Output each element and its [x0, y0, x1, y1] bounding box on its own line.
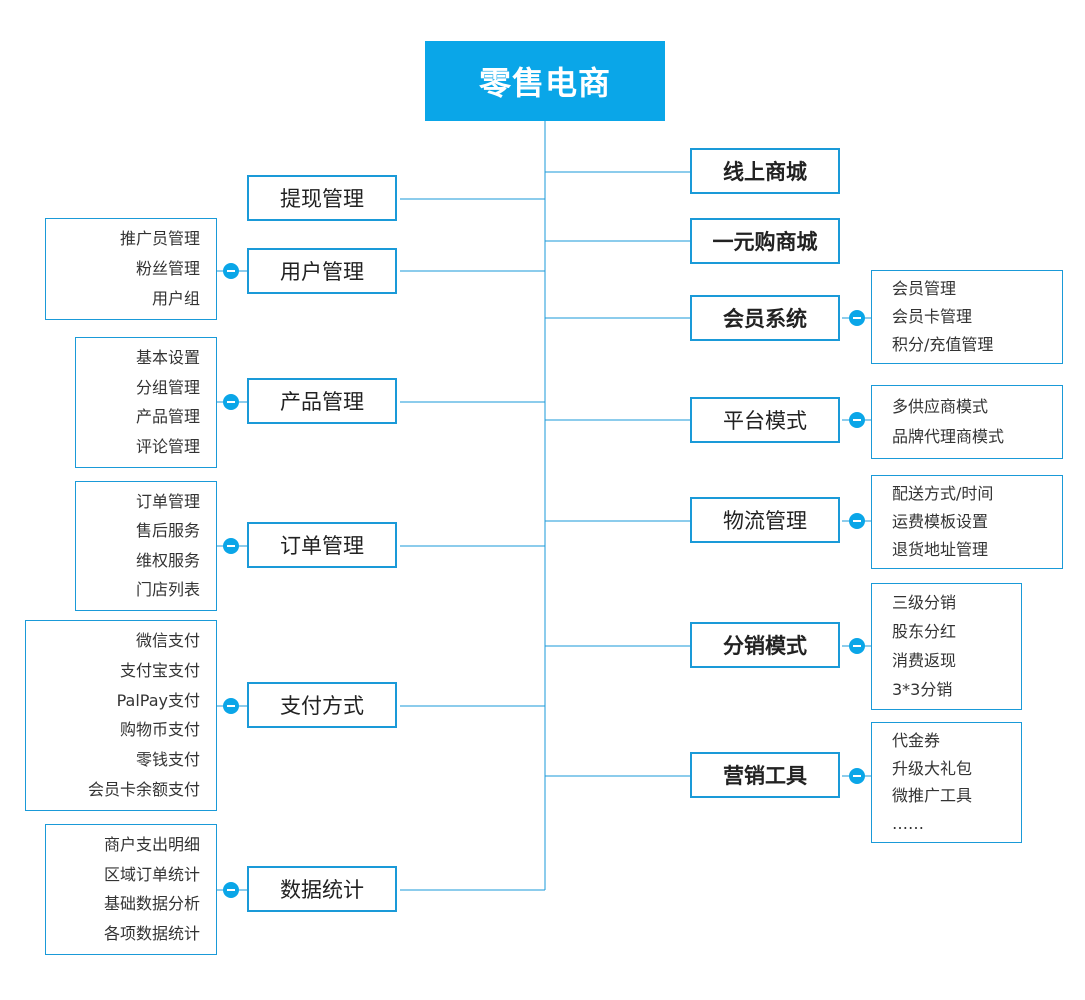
list-item: 品牌代理商模式 [892, 427, 1005, 447]
module-payment[interactable]: 支付方式 [247, 682, 397, 728]
module-label: 物流管理 [723, 509, 807, 533]
list-item: 各项数据统计 [103, 924, 200, 944]
list-item: 3*3分销 [892, 680, 953, 699]
list-item: 会员管理 [892, 279, 957, 298]
collapse-icon[interactable] [223, 263, 239, 279]
submenu-statistics: 商户支出明细 区域订单统计 基础数据分析 各项数据统计 [45, 824, 217, 955]
module-label: 数据统计 [280, 878, 364, 902]
submenu-distribution: 三级分销 股东分红 消费返现 3*3分销 [871, 583, 1022, 710]
module-logistics[interactable]: 物流管理 [690, 497, 840, 543]
list-item: 升级大礼包 [892, 758, 973, 778]
list-item: 分组管理 [135, 377, 200, 397]
collapse-icon[interactable] [849, 310, 865, 326]
module-label: 订单管理 [280, 534, 364, 558]
list-item: 多供应商模式 [892, 396, 989, 416]
list-item: 会员卡管理 [892, 307, 973, 326]
module-user[interactable]: 用户管理 [247, 248, 397, 294]
module-label: 线上商城 [723, 160, 807, 184]
list-item: …… [892, 814, 924, 834]
submenu-payment: 微信支付 支付宝支付 PalPay支付 购物币支付 零钱支付 会员卡余额支付 [25, 620, 217, 811]
module-label: 营销工具 [723, 764, 807, 788]
list-item: 区域订单统计 [103, 864, 200, 884]
module-label: 产品管理 [280, 390, 364, 414]
list-item: 用户组 [151, 289, 200, 308]
module-label: 支付方式 [280, 694, 364, 718]
collapse-icon[interactable] [223, 394, 239, 410]
list-item: 商户支出明细 [103, 834, 200, 854]
collapse-icon[interactable] [849, 638, 865, 654]
list-item: 微推广工具 [892, 786, 973, 806]
list-item: 订单管理 [135, 491, 200, 511]
list-item: 评论管理 [135, 437, 200, 457]
list-item: 推广员管理 [119, 229, 200, 248]
collapse-icon[interactable] [223, 882, 239, 898]
module-withdraw[interactable]: 提现管理 [247, 175, 397, 221]
list-item: 购物币支付 [119, 720, 200, 740]
submenu-marketing: 代金券 升级大礼包 微推广工具 …… [871, 722, 1022, 843]
list-item: PalPay支付 [116, 690, 200, 710]
module-label: 用户管理 [280, 260, 364, 284]
list-item: 消费返现 [892, 651, 957, 670]
list-item: 三级分销 [892, 593, 957, 612]
list-item: 产品管理 [135, 407, 200, 427]
list-item: 维权服务 [135, 550, 200, 570]
list-item: 股东分红 [892, 622, 957, 641]
collapse-icon[interactable] [849, 412, 865, 428]
collapse-icon[interactable] [849, 513, 865, 529]
module-platform[interactable]: 平台模式 [690, 397, 840, 443]
list-item: 配送方式/时间 [892, 484, 994, 503]
list-item: 运费模板设置 [892, 512, 989, 531]
list-item: 零钱支付 [135, 750, 200, 770]
module-membership[interactable]: 会员系统 [690, 295, 840, 341]
root-node: 零售电商 [425, 41, 665, 121]
module-label: 平台模式 [723, 409, 807, 433]
module-distribution[interactable]: 分销模式 [690, 622, 840, 668]
module-label: 会员系统 [723, 307, 807, 331]
submenu-logistics: 配送方式/时间 运费模板设置 退货地址管理 [871, 475, 1063, 569]
module-label: 一元购商城 [712, 230, 818, 254]
module-label: 提现管理 [280, 187, 364, 211]
submenu-order: 订单管理 售后服务 维权服务 门店列表 [75, 481, 217, 611]
list-item: 积分/充值管理 [892, 335, 994, 354]
submenu-product: 基本设置 分组管理 产品管理 评论管理 [75, 337, 217, 468]
list-item: 基础数据分析 [103, 894, 200, 914]
module-online-mall[interactable]: 线上商城 [690, 148, 840, 194]
list-item: 微信支付 [135, 630, 200, 650]
submenu-membership: 会员管理 会员卡管理 积分/充值管理 [871, 270, 1063, 364]
module-marketing[interactable]: 营销工具 [690, 752, 840, 798]
list-item: 售后服务 [135, 521, 200, 541]
submenu-user: 推广员管理 粉丝管理 用户组 [45, 218, 217, 320]
list-item: 退货地址管理 [892, 540, 989, 559]
module-label: 分销模式 [723, 634, 807, 658]
list-item: 代金券 [892, 730, 941, 750]
list-item: 门店列表 [135, 580, 200, 600]
list-item: 粉丝管理 [135, 259, 200, 278]
list-item: 会员卡余额支付 [87, 780, 200, 800]
module-one-yuan-mall[interactable]: 一元购商城 [690, 218, 840, 264]
root-title: 零售电商 [478, 64, 611, 102]
module-product[interactable]: 产品管理 [247, 378, 397, 424]
collapse-icon[interactable] [849, 768, 865, 784]
list-item: 支付宝支付 [119, 660, 200, 680]
module-statistics[interactable]: 数据统计 [247, 866, 397, 912]
collapse-icon[interactable] [223, 538, 239, 554]
list-item: 基本设置 [135, 347, 200, 367]
module-order[interactable]: 订单管理 [247, 522, 397, 568]
submenu-platform: 多供应商模式 品牌代理商模式 [871, 385, 1063, 459]
collapse-icon[interactable] [223, 698, 239, 714]
